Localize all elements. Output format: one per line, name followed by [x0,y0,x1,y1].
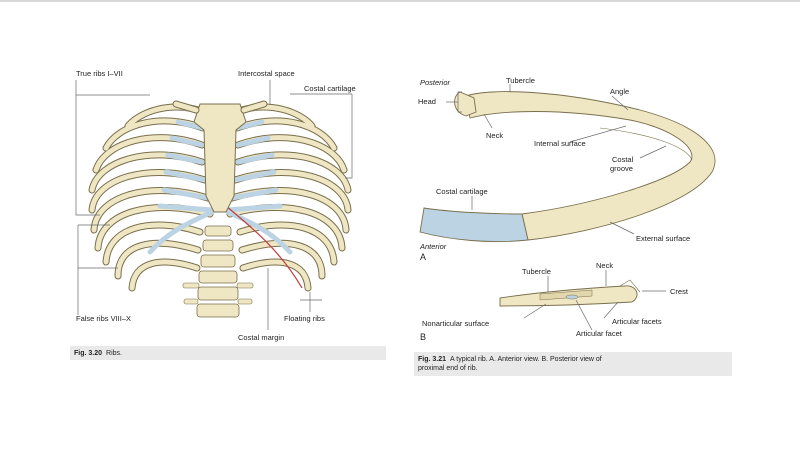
rib-proximal-end-posterior-view [499,279,641,307]
label-neck: Neck [486,131,503,140]
costal-margin-line [225,205,303,289]
label-false-ribs: False ribs VIII–X [76,314,131,323]
label-view-b: B [420,332,426,342]
top-divider [0,0,800,2]
label-internal-surface: Internal surface [534,139,586,148]
label-nonarticular-surface: Nonarticular surface [422,319,489,328]
rib-cage-illustration [88,100,352,318]
label-floating-ribs: Floating ribs [284,314,325,323]
fig2-caption-text-2: proximal end of rib. [418,365,478,372]
label-posterior: Posterior [420,78,451,87]
label-tubercle-b: Tubercle [522,267,551,276]
fig2-caption-text-1: A typical rib. A. Anterior view. B. Post… [450,356,602,363]
label-costal-cartilage-2: Costal cartilage [436,187,488,196]
fig1-caption-text: Ribs. [106,350,122,357]
label-tubercle: Tubercle [506,76,535,85]
fig2-caption-number: Fig. 3.21 [418,356,447,363]
label-intercostal-space: Intercostal space [238,69,295,78]
typical-rib-anterior-view [419,91,716,243]
label-anterior: Anterior [419,242,447,251]
sternum [193,103,247,213]
costal-cartilage-segment [419,207,529,243]
label-external-surface: External surface [636,234,690,243]
fig1-leader-lines [75,80,353,330]
label-true-ribs: True ribs I–VII [76,69,123,78]
label-articular-facets: Articular facets [612,317,662,326]
label-costal-margin: Costal margin [238,333,284,342]
fig2b-leader-lines [523,270,666,331]
fig2a-leader-lines [446,84,667,235]
label-costal-cartilage: Costal cartilage [304,84,356,93]
label-crest: Crest [670,287,689,296]
label-costal-groove-2: groove [610,164,633,173]
label-costal-groove-1: Costal [612,155,634,164]
rib-head [454,91,477,117]
label-view-a: A [420,252,426,262]
fig1-caption-bar [70,346,386,360]
label-neck-b: Neck [596,261,613,270]
label-articular-facet: Articular facet [576,329,623,338]
fig2-caption-bar [414,352,732,376]
vertebral-column [182,225,254,318]
label-angle: Angle [610,87,629,96]
label-head: Head [418,97,436,106]
fig1-caption-number: Fig. 3.20 [74,350,103,357]
